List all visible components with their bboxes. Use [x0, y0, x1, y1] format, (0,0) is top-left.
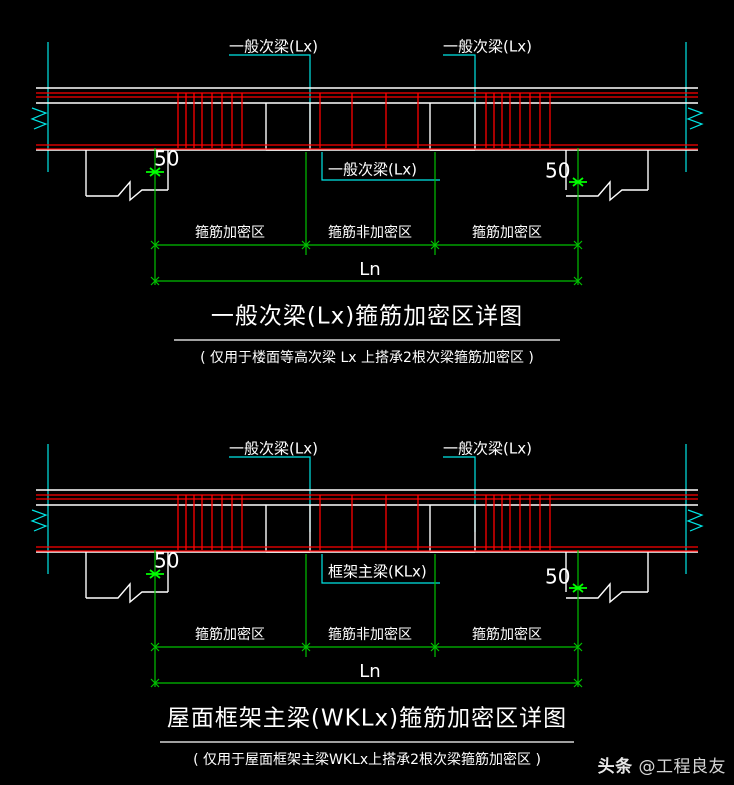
bottom-center-callout: 框架主梁(KLx) — [321, 554, 440, 584]
bottom-dim-50-left-text: 50 — [154, 549, 179, 573]
top-callout-1-label: 一般次梁(Lx) — [229, 38, 318, 56]
bottom-zone-label-1: 箍筋加密区 — [195, 626, 265, 643]
bottom-secondary-beam-webs — [265, 505, 476, 553]
top-callout-2: 一般次梁(Lx) — [443, 38, 532, 130]
top-break-symbol-left — [30, 107, 48, 130]
bottom-zone-dimension: 箍筋加密区 箍筋非加密区 箍筋加密区 — [150, 626, 583, 652]
figure-top: 一般次梁(Lx) 一般次梁(Lx) — [30, 38, 704, 366]
top-zone-dimension: 箍筋加密区 箍筋非加密区 箍筋加密区 — [150, 224, 583, 250]
bottom-zone-label-3: 箍筋加密区 — [472, 626, 542, 643]
top-dim-50-right: 50 — [545, 148, 587, 215]
bottom-span-label: Ln — [359, 661, 380, 682]
bottom-break-symbol-left — [30, 509, 48, 532]
top-stirrups-dense-left — [177, 93, 243, 148]
top-dim-50-left: 50 — [146, 147, 179, 215]
top-callout-2-label: 一般次梁(Lx) — [443, 38, 532, 56]
figure-bottom: 一般次梁(Lx) 一般次梁(Lx) — [30, 440, 704, 768]
top-zone-extension-lines — [154, 152, 579, 285]
watermark-handle: @工程良友 — [638, 757, 726, 777]
top-stirrups-sparse-middle — [319, 93, 419, 148]
top-dim-50-right-text: 50 — [545, 159, 570, 183]
bottom-zone-label-2: 箍筋非加密区 — [328, 626, 412, 643]
top-dim-50-right-tick — [569, 177, 587, 187]
bottom-callout-2: 一般次梁(Lx) — [443, 440, 532, 532]
bottom-center-callout-leader — [321, 554, 440, 584]
bottom-longitudinal-rebar — [36, 494, 698, 552]
top-figure-subtitle: ( 仅用于楼面等高次梁 Lx 上搭承2根次梁箍筋加密区 ) — [200, 349, 534, 366]
top-span-dimension: Ln — [150, 259, 583, 286]
bottom-dim-50-right-tick — [569, 583, 587, 593]
top-span-label: Ln — [359, 259, 380, 280]
bottom-dim-50-left-tick — [146, 569, 164, 579]
top-zone-label-3: 箍筋加密区 — [472, 224, 542, 241]
top-span-dim-ticks — [150, 276, 583, 286]
watermark: 头条 @工程良友 — [598, 752, 726, 777]
bottom-zone-dim-ticks — [150, 642, 583, 652]
top-longitudinal-rebar — [36, 92, 698, 150]
bottom-dim-50-right: 50 — [545, 550, 587, 617]
top-zone-label-1: 箍筋加密区 — [195, 224, 265, 241]
bottom-span-dim-ticks — [150, 678, 583, 688]
bottom-supports — [85, 552, 649, 604]
bottom-span-dimension: Ln — [150, 661, 583, 688]
bottom-figure-subtitle: ( 仅用于屋面框架主梁WKLx上搭承2根次梁箍筋加密区 ) — [193, 751, 541, 768]
top-dim-50-left-tick — [146, 167, 164, 177]
bottom-dim-50-left: 50 — [146, 549, 179, 617]
bottom-center-callout-label: 框架主梁(KLx) — [328, 563, 427, 581]
watermark-brand: 头条 — [597, 757, 633, 777]
top-zone-label-2: 箍筋非加密区 — [328, 224, 412, 241]
top-center-callout-label: 一般次梁(Lx) — [328, 161, 417, 179]
bottom-stirrups-sparse-middle — [319, 495, 419, 550]
top-break-symbol-right — [686, 107, 704, 130]
bottom-callout-1-label: 一般次梁(Lx) — [229, 440, 318, 458]
top-figure-title: 一般次梁(Lx)箍筋加密区详图 — [211, 304, 523, 330]
top-concrete-outline — [36, 87, 698, 151]
top-stirrups-dense-right — [485, 93, 551, 148]
top-secondary-beam-webs — [265, 103, 476, 151]
top-supports — [85, 150, 649, 202]
bottom-break-symbol-right — [686, 509, 704, 532]
top-dim-50-left-text: 50 — [154, 147, 179, 171]
bottom-callout-2-label: 一般次梁(Lx) — [443, 440, 532, 458]
bottom-stirrups-dense-left — [177, 495, 243, 550]
bottom-zone-extension-lines — [154, 554, 579, 687]
bottom-figure-title: 屋面框架主梁(WKLx)箍筋加密区详图 — [167, 706, 567, 732]
bottom-concrete-outline — [36, 489, 698, 553]
bottom-stirrups-dense-right — [485, 495, 551, 550]
bottom-dim-50-right-text: 50 — [545, 565, 570, 589]
top-center-callout: 一般次梁(Lx) — [321, 152, 440, 181]
top-center-callout-leader — [321, 152, 440, 181]
top-zone-dim-ticks — [150, 240, 583, 250]
